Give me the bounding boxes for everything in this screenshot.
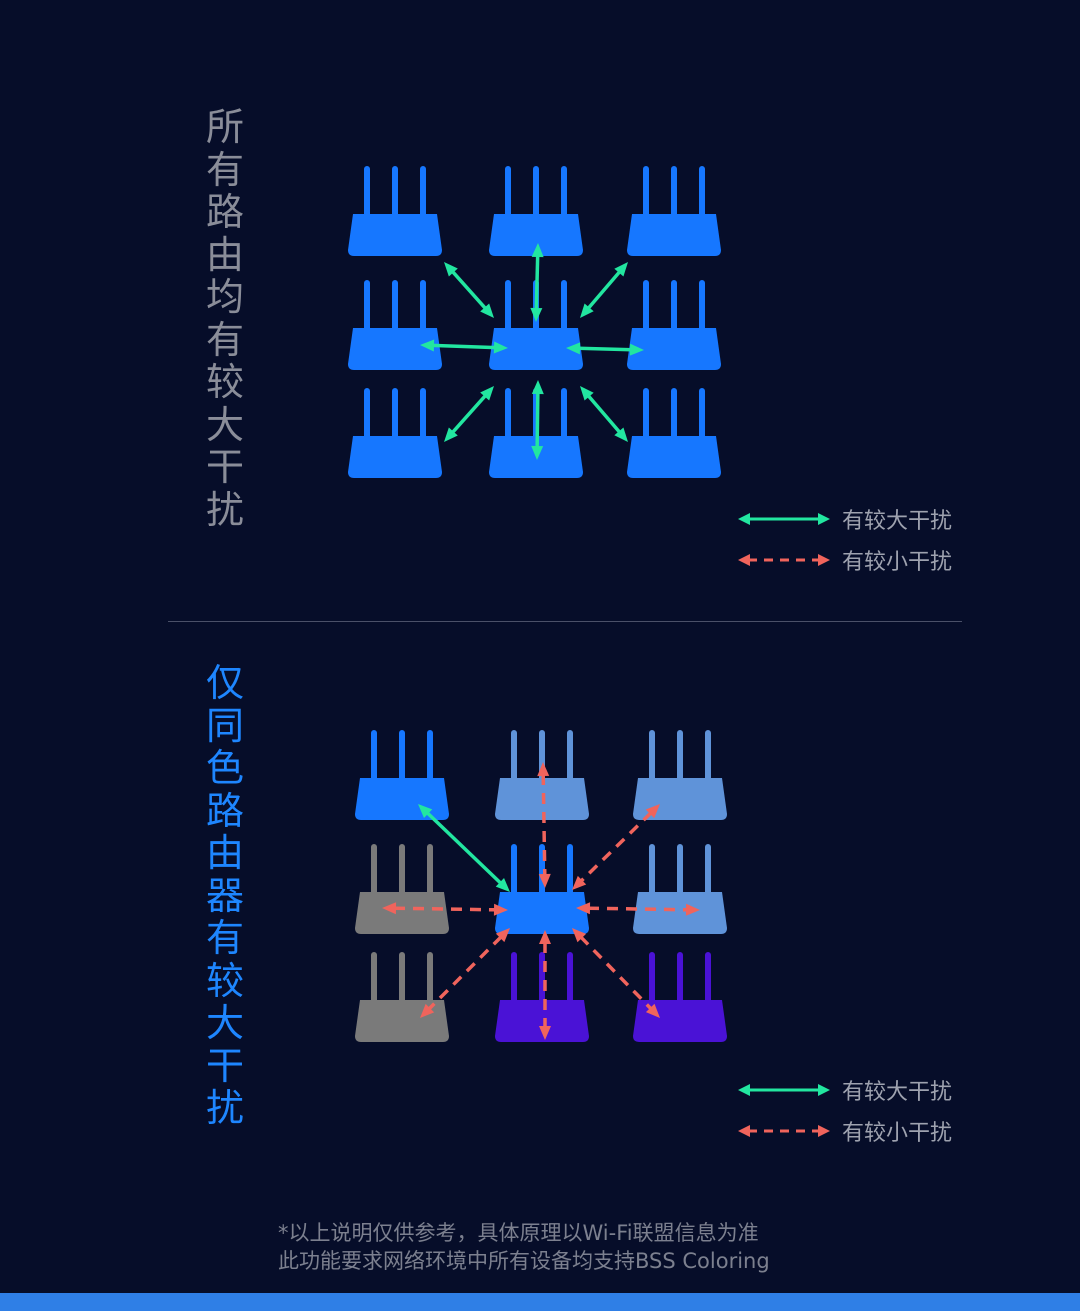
- router-icon-bottom-left: [348, 388, 442, 478]
- title-char: 均: [205, 275, 244, 319]
- title-char: 较: [205, 360, 244, 404]
- footnote-line-1: *以上说明仅供参考，具体原理以Wi-Fi联盟信息为准: [278, 1221, 759, 1245]
- router-icon-middle-left: [355, 844, 449, 934]
- title-char: 扰: [205, 487, 244, 532]
- legend-strong-interference: 有较大干扰: [736, 498, 976, 539]
- router-icon-top-right: [633, 730, 727, 820]
- title-char: 由: [205, 232, 244, 277]
- interference-arrow-bottom-right: [572, 928, 660, 1018]
- legend-weak-interference: 有较小干扰: [736, 1110, 976, 1151]
- interference-arrow-top-right: [572, 804, 660, 890]
- router-icon-top-left: [355, 730, 449, 820]
- router-icon-middle-right: [627, 280, 721, 370]
- interference-arrow-top-left: [418, 804, 510, 892]
- title-char: 所: [205, 105, 244, 149]
- interference-arrow-bottom-right: [580, 386, 628, 442]
- interference-arrow-middle-right: [576, 902, 700, 916]
- weak-interference-arrow-icon: [738, 553, 830, 566]
- footnote-line-2: 此功能要求网络环境中所有设备均支持BSS Coloring: [278, 1249, 770, 1273]
- interference-arrow-top-right: [580, 262, 628, 318]
- footnote: *以上说明仅供参考，具体原理以Wi-Fi联盟信息为准 此功能要求网络环境中所有设…: [278, 1219, 838, 1275]
- bottom-section-title: 仅同色路由器有较大干扰: [203, 662, 247, 1130]
- interference-arrow-bottom-left: [420, 928, 510, 1018]
- title-char: 同: [205, 703, 244, 748]
- router-icon-middle-right: [633, 844, 727, 934]
- title-char: 有: [205, 916, 244, 960]
- interference-arrow-bottom-left: [444, 386, 494, 442]
- title-char: 干: [205, 1043, 244, 1088]
- interference-arrow-top-left: [444, 262, 494, 318]
- strong-interference-arrow-icon: [738, 1083, 830, 1096]
- router-icon-top-center: [489, 166, 583, 256]
- interference-arrow-middle-left: [382, 902, 508, 916]
- router-icon-bottom-left: [355, 952, 449, 1042]
- all-routers-interference-diagram: [348, 166, 721, 478]
- router-icon-bottom-right: [633, 952, 727, 1042]
- title-char: 路: [205, 788, 244, 833]
- interference-arrow-top-center: [530, 243, 544, 322]
- bottom-accent-bar: [0, 1293, 1080, 1311]
- legend-weak-interference: 有较小干扰: [736, 539, 976, 580]
- interference-arrow-middle-left: [420, 339, 508, 354]
- title-char: 大: [205, 402, 244, 447]
- router-icon-top-left: [348, 166, 442, 256]
- legend-strong-label: 有较大干扰: [842, 1079, 953, 1105]
- title-char: 扰: [205, 1086, 244, 1130]
- weak-interference-arrow-icon: [738, 1124, 830, 1137]
- legend-weak-label: 有较小干扰: [842, 549, 953, 575]
- router-icon-middle-left: [348, 280, 442, 370]
- legend-weak-label: 有较小干扰: [842, 1120, 953, 1146]
- title-char: 较: [205, 958, 244, 1003]
- legend-strong-interference: 有较大干扰: [736, 1069, 976, 1110]
- title-char: 大: [205, 1001, 244, 1045]
- router-icon-top-right: [627, 166, 721, 256]
- section-divider: [168, 621, 962, 622]
- interference-arrow-middle-right: [566, 342, 644, 356]
- interference-arrow-bottom-center: [531, 380, 544, 460]
- router-icon-bottom-right: [627, 388, 721, 478]
- title-char: 干: [205, 445, 244, 489]
- title-char: 仅: [205, 661, 244, 705]
- title-char: 由: [205, 831, 244, 875]
- legend-strong-label: 有较大干扰: [842, 508, 953, 534]
- title-char: 路: [205, 190, 244, 234]
- title-char: 色: [205, 746, 244, 790]
- bss-coloring-interference-diagram: [355, 730, 727, 1042]
- top-section-title: 所有路由均有较大干扰: [203, 106, 247, 531]
- strong-interference-arrow-icon: [738, 512, 830, 525]
- title-char: 器: [205, 873, 244, 918]
- interference-arrow-top-center: [537, 762, 551, 888]
- interference-arrow-bottom-center: [539, 930, 551, 1040]
- title-char: 有: [205, 147, 244, 192]
- router-icon-center: [495, 844, 589, 934]
- bottom-legend: 有较大干扰 有较小干扰: [736, 1069, 976, 1151]
- title-char: 有: [205, 317, 244, 362]
- top-legend: 有较大干扰 有较小干扰: [736, 498, 976, 580]
